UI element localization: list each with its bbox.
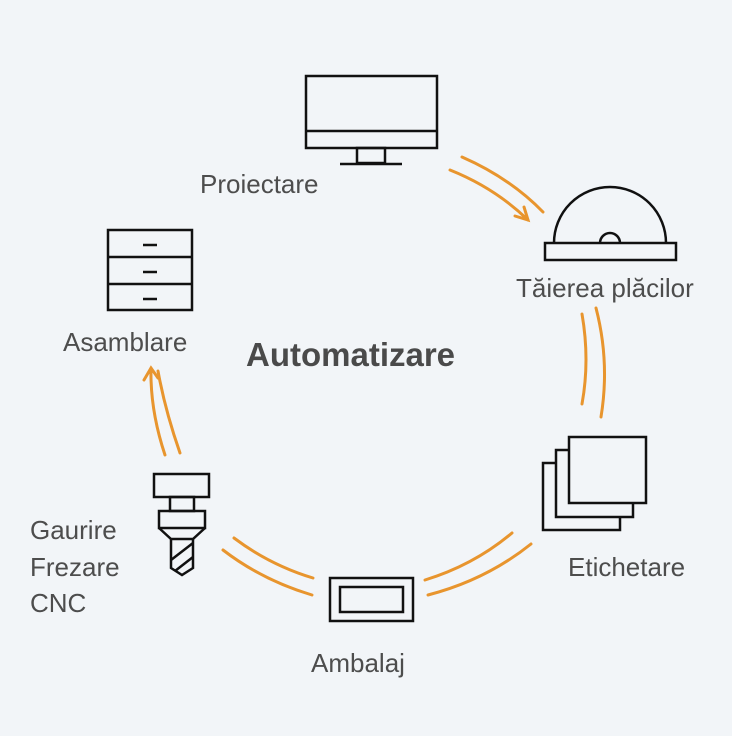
arrow-design-to-cutting <box>448 168 531 223</box>
step-label-packaging: Ambalaj <box>311 648 405 678</box>
cycle-arrows <box>142 155 607 597</box>
arc-drill-to-assembly-1 <box>156 369 182 455</box>
arrow-drill-to-assembly <box>142 365 167 457</box>
step-label-milling: Frezare <box>30 552 120 582</box>
step-label-assembly: Asamblare <box>63 327 188 357</box>
arc-labels-to-package-1 <box>423 531 514 582</box>
arc-labels-to-package-2 <box>426 542 533 597</box>
step-label-cutting: Tăierea plăcilor <box>516 273 694 303</box>
drawer-cabinet-icon <box>106 228 194 312</box>
arc-package-to-drill-2 <box>221 548 314 597</box>
arc-cutting-to-labels-1 <box>580 312 588 406</box>
arc-cutting-to-labels-2 <box>594 306 607 419</box>
labels-stack-icon <box>541 435 648 532</box>
step-label-labeling: Etichetare <box>568 552 686 582</box>
step-label-design: Proiectare <box>200 169 319 199</box>
drill-bit-icon <box>152 472 211 577</box>
package-icon <box>328 576 415 623</box>
diagram-title: Automatizare <box>246 336 456 373</box>
step-label-drilling: Gaurire <box>30 515 117 545</box>
arc-package-to-drill-1 <box>232 536 315 580</box>
monitor-icon <box>304 74 439 166</box>
arc-design-to-cutting <box>460 155 545 214</box>
step-label-cnc: CNC <box>30 588 87 618</box>
panel-saw-icon <box>543 185 678 262</box>
